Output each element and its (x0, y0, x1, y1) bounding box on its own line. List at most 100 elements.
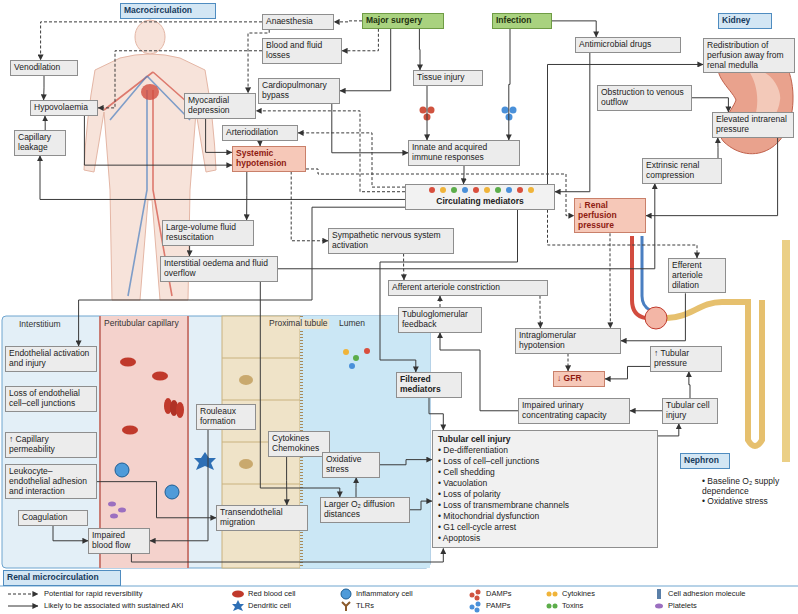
dashed-arrow (291, 172, 328, 241)
outcome-box: ↓ GFR (553, 371, 605, 387)
mediator-dot (451, 187, 457, 193)
legend-solid-sample (8, 606, 38, 607)
process-box: Filtered mediators (396, 372, 462, 398)
node-text: Intraglomerular hypotension (519, 331, 617, 351)
injury-panel: Tubular cell injury• De-differentiation•… (432, 430, 658, 548)
solid-arrow (380, 460, 432, 465)
legend-damp (475, 596, 480, 601)
region-label: Lumen (338, 319, 366, 329)
node-text: • G1 cell-cycle arrest (438, 522, 652, 533)
glomerulus (645, 307, 667, 329)
legend-pamp (470, 605, 475, 610)
node-text: Tubuloglomerular feedback (402, 310, 478, 330)
process-box: Antimicrobial drugs (575, 37, 681, 53)
node-text: Myocardial depression (188, 96, 252, 116)
legend-damp (470, 593, 475, 598)
process-box: Interstitial oedema and fluid overflow (160, 256, 278, 282)
interstitium-ground (2, 316, 430, 568)
red-blood-cell (120, 358, 136, 367)
legend-text: TLRs (356, 601, 374, 610)
dashed-arrow (306, 169, 574, 216)
legend-toxin (553, 604, 558, 609)
node-text: • Loss of cell–cell junctions (438, 456, 652, 467)
process-box: Hypovolaemia (30, 100, 98, 116)
legend-cytokine (553, 592, 558, 597)
node-text: Impaired blood flow (92, 531, 146, 551)
solid-arrow (150, 430, 208, 541)
section-tab: Nephron (680, 453, 730, 469)
solid-arrow (43, 76, 44, 100)
solid-arrow (40, 156, 405, 200)
legend-item: Cytokines (562, 589, 595, 599)
node-text: • Apoptosis (438, 533, 652, 544)
mediator-dot (343, 349, 349, 355)
dashed-arrow (610, 233, 611, 328)
process-box: Endothelial activation and injury (5, 346, 97, 372)
node-text: Infection (496, 16, 548, 26)
mediator-dot (462, 187, 468, 193)
node-text: Circulating mediators (409, 197, 551, 207)
solid-arrow (84, 116, 232, 165)
solid-arrow (509, 29, 510, 140)
solid-arrow (286, 457, 287, 505)
legend-tlr (342, 602, 350, 611)
red-blood-cell (122, 426, 138, 435)
process-box: Capillary leakage (14, 130, 66, 156)
node-text: Systemic hypotension (236, 149, 302, 169)
legend-text: Cell adhesion molecule (668, 589, 746, 598)
node-text: Cardiopulmonary bypass (262, 81, 336, 101)
mediator-dot (429, 187, 435, 193)
node-text: • Baseline O₂ supply dependence (702, 477, 791, 497)
legend-red-blood-cell (232, 591, 244, 598)
process-box: Blood and fluid losses (262, 38, 342, 64)
solid-arrow (53, 526, 88, 541)
mediator-dot (364, 348, 370, 354)
node-text: ↑ Capillary permeability (9, 435, 93, 455)
legend-item: Platelets (668, 601, 697, 611)
legend-figure (0, 586, 798, 613)
legend-item: Potential for rapid reversibility (44, 589, 142, 599)
node-text: • Mitochondrial dysfunction (438, 511, 652, 522)
node-text: Hypovolaemia (34, 103, 94, 113)
pattern-molecules (420, 107, 517, 121)
dashed-arrow (334, 21, 362, 22)
process-box: Elevated intrarenal pressure (712, 112, 794, 138)
node-text: Extrinsic renal compression (646, 161, 718, 181)
legend-item: Toxins (562, 601, 583, 611)
process-box: Cytokines Chemokines (268, 431, 330, 457)
solid-arrow (689, 372, 690, 398)
legend-item: Inflammatory cell (356, 589, 413, 599)
dashed-arrow (568, 354, 569, 371)
heart (141, 84, 159, 100)
node-text: Endothelial activation and injury (9, 349, 93, 369)
legend-text: Platelets (668, 601, 697, 610)
node-text: Coagulation (22, 513, 84, 523)
node-text: Interstitial oedema and fluid overflow (164, 259, 274, 279)
legend-dendritic-cell (232, 600, 244, 611)
solid-arrow (340, 29, 391, 91)
process-box: Innate and acquired immune responses (408, 140, 520, 166)
legend-text: Toxins (562, 601, 583, 610)
process-box: Arteriodilation (222, 125, 298, 141)
node-text: Sympathetic nervous system activation (332, 231, 450, 251)
mediator-box: Circulating mediators (405, 184, 555, 210)
node-text: Tubular cell injury (666, 401, 714, 421)
legend-dashed-sample (8, 594, 38, 595)
node-text: Antimicrobial drugs (579, 40, 677, 50)
inflammatory-cell (165, 485, 179, 499)
mediator-dot (473, 187, 479, 193)
legend-damp (476, 590, 481, 595)
pamp-icon (502, 107, 509, 114)
platelet (110, 514, 118, 519)
mediator-dot (517, 187, 523, 193)
solid-arrow (555, 53, 590, 192)
solid-arrow (97, 482, 216, 518)
node-text: ↑ Tubular pressure (654, 349, 718, 369)
cell-nucleus (239, 459, 253, 469)
efferent-arteriole (642, 236, 650, 310)
process-box: Impaired urinary concentrating capacity (518, 398, 630, 424)
mediator-dot (353, 355, 359, 361)
process-box: Coagulation (18, 510, 88, 526)
process-box: Larger O₂ diffusion distances (320, 497, 410, 523)
legend-toxin (547, 604, 552, 609)
